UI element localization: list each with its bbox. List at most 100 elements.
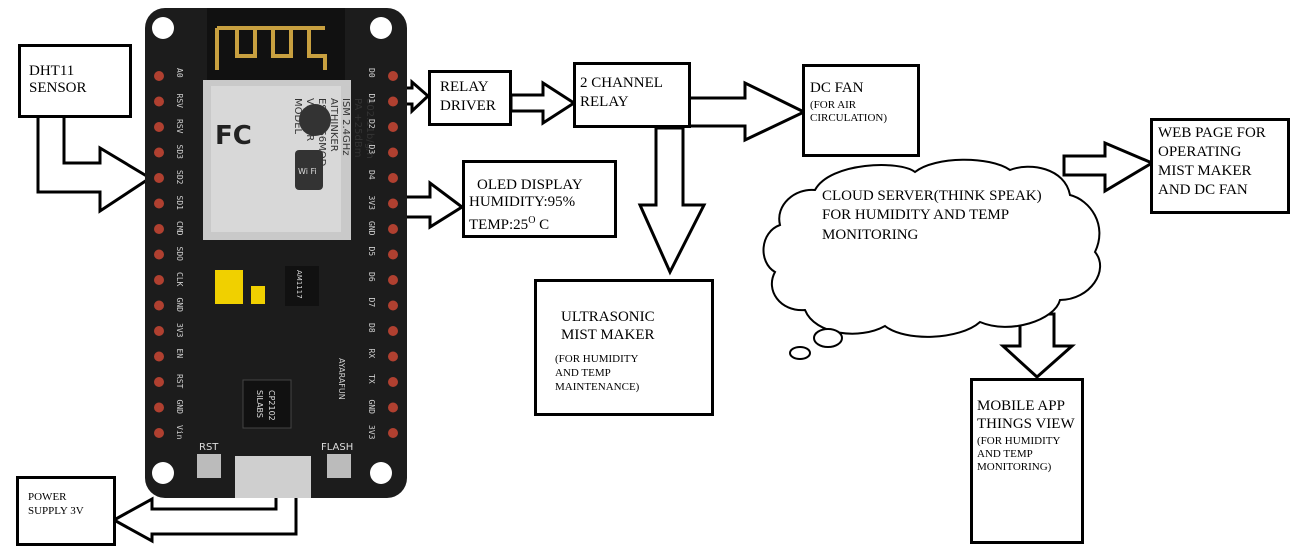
right-pin-label: D7 xyxy=(367,298,376,308)
right-header-pin xyxy=(388,377,398,387)
usb-chip xyxy=(242,379,292,429)
nodemcu-board: MODEL VENDOR ESP8266MOD AITHINKER ISM 2.… xyxy=(145,8,407,498)
mobile-sub-line1: (FOR HUMIDITY xyxy=(977,435,1061,447)
power-supply-box: POWER SUPPLY 3V xyxy=(16,476,116,546)
arrow-board-to-oled xyxy=(401,180,465,230)
left-pin-label: CLK xyxy=(175,272,184,287)
mobile-sub-line3: MONITORING) xyxy=(977,461,1052,473)
mist-maker-box: ULTRASONIC MIST MAKER (FOR HUMIDITY AND … xyxy=(534,279,714,416)
oled-title: OLED DISPLAY xyxy=(477,177,583,193)
oled-temp: TEMP:25O C xyxy=(469,213,549,233)
left-pin-label: EN xyxy=(175,349,184,359)
left-pin-label: Vin xyxy=(175,425,184,440)
arrow-cloud-to-web xyxy=(1062,140,1156,194)
left-pin-label: A0 xyxy=(175,68,184,78)
arrow-dht11-to-board xyxy=(36,113,153,214)
left-header-pin xyxy=(154,402,164,413)
web-label-line1: WEB PAGE FOR xyxy=(1158,125,1266,141)
capacitor-icon xyxy=(251,286,265,304)
oled-temp-degree: O xyxy=(528,215,536,226)
right-pin-label: D1 xyxy=(367,94,376,104)
relay-label-line1: 2 CHANNEL xyxy=(580,75,663,91)
left-header-pin xyxy=(154,326,164,336)
left-pin-label: SDO xyxy=(175,247,184,262)
left-pin-label: GND xyxy=(175,298,184,313)
right-header-pin xyxy=(388,249,398,260)
right-header-pin xyxy=(388,224,398,234)
left-header-pin xyxy=(154,198,164,209)
left-pin-label: RSV xyxy=(175,94,184,109)
arrow-cloud-to-mobile xyxy=(999,312,1076,380)
wifi-logo-icon xyxy=(295,150,323,190)
right-pin-label: GND xyxy=(367,400,376,415)
relay-driver-label-line1: RELAY xyxy=(440,79,489,95)
module-text: 802.11b/g/n xyxy=(364,98,375,159)
module-text: ISM 2.4GHz xyxy=(340,98,351,156)
relay-driver-box: RELAY DRIVER xyxy=(428,70,512,126)
left-header-pin xyxy=(154,351,164,362)
dc-fan-box: DC FAN (FOR AIR CIRCULATION) xyxy=(802,64,920,157)
right-pin-label: D4 xyxy=(367,170,376,180)
mist-title-line1: ULTRASONIC xyxy=(561,309,655,325)
right-pin-label: D3 xyxy=(367,145,376,155)
arrow-relay-to-fan xyxy=(687,80,808,143)
fc-logo: FC xyxy=(215,121,252,151)
left-pin-label: SD1 xyxy=(175,196,184,211)
right-pin-label: TX xyxy=(367,374,376,384)
vendor-logo-icon xyxy=(299,104,331,136)
mounting-hole xyxy=(152,17,174,39)
left-pin-label: SD2 xyxy=(175,170,184,185)
mounting-hole xyxy=(370,17,392,39)
oled-display-box: OLED DISPLAY HUMIDITY:95% TEMP:25O C xyxy=(462,160,617,238)
oled-humidity: HUMIDITY:95% xyxy=(469,194,576,210)
antenna-trace xyxy=(215,26,327,70)
power-label-line2: SUPPLY 3V xyxy=(28,505,84,517)
left-header-pin xyxy=(154,224,164,234)
relay-label-line2: RELAY xyxy=(580,94,629,110)
mist-title-line2: MIST MAKER xyxy=(561,327,655,343)
mist-sub-line2: AND TEMP xyxy=(555,367,611,379)
left-header-pin xyxy=(154,300,164,311)
left-pin-label: SD3 xyxy=(175,145,184,160)
usb-chip-label: SILABS xyxy=(255,390,264,418)
right-pin-label: D0 xyxy=(367,68,376,78)
brand-label: AYARAFUN xyxy=(337,358,346,400)
dht11-label-line2: SENSOR xyxy=(29,80,87,96)
right-pin-label: 3V3 xyxy=(367,425,376,440)
right-header-pin xyxy=(388,198,398,209)
left-pin-label: RSV xyxy=(175,119,184,134)
mobile-title-line1: MOBILE APP xyxy=(977,398,1065,414)
oled-temp-unit: C xyxy=(535,217,550,233)
right-header-pin xyxy=(388,428,398,438)
cloud-label-line3: MONITORING xyxy=(822,227,919,243)
left-header-pin xyxy=(154,275,164,285)
left-header-pin xyxy=(154,173,164,183)
web-label-line3: MIST MAKER xyxy=(1158,163,1252,179)
cloud-label-line2: FOR HUMIDITY AND TEMP xyxy=(822,207,1010,223)
right-pin-label: D5 xyxy=(367,247,376,257)
dc-fan-sub-line2: CIRCULATION) xyxy=(810,112,887,124)
rst-label: RST xyxy=(199,442,219,453)
relay-driver-label-line2: DRIVER xyxy=(440,98,496,114)
mounting-hole xyxy=(152,462,174,484)
left-header-pin xyxy=(154,428,164,438)
dc-fan-sub-line1: (FOR AIR xyxy=(810,99,857,111)
right-header-pin xyxy=(388,147,398,158)
usb-chip-label: CP2102 xyxy=(267,390,276,421)
left-pin-label: GND xyxy=(175,400,184,415)
flash-label: FLASH xyxy=(321,442,353,453)
oled-temp-value: TEMP:25 xyxy=(469,217,529,233)
right-header-pin xyxy=(388,71,398,81)
right-pin-label: D6 xyxy=(367,272,376,282)
left-header-pin xyxy=(154,147,164,158)
web-label-line4: AND DC FAN xyxy=(1158,182,1248,198)
web-page-box: WEB PAGE FOR OPERATING MIST MAKER AND DC… xyxy=(1150,118,1290,214)
regulator-chip xyxy=(285,266,319,306)
relay-box: 2 CHANNEL RELAY xyxy=(573,62,691,128)
arrow-relay-to-mist xyxy=(637,126,707,276)
left-header-pin xyxy=(154,71,164,81)
right-header-pin xyxy=(388,122,398,132)
mobile-app-box: MOBILE APP THINGS VIEW (FOR HUMIDITY AND… xyxy=(970,378,1084,544)
